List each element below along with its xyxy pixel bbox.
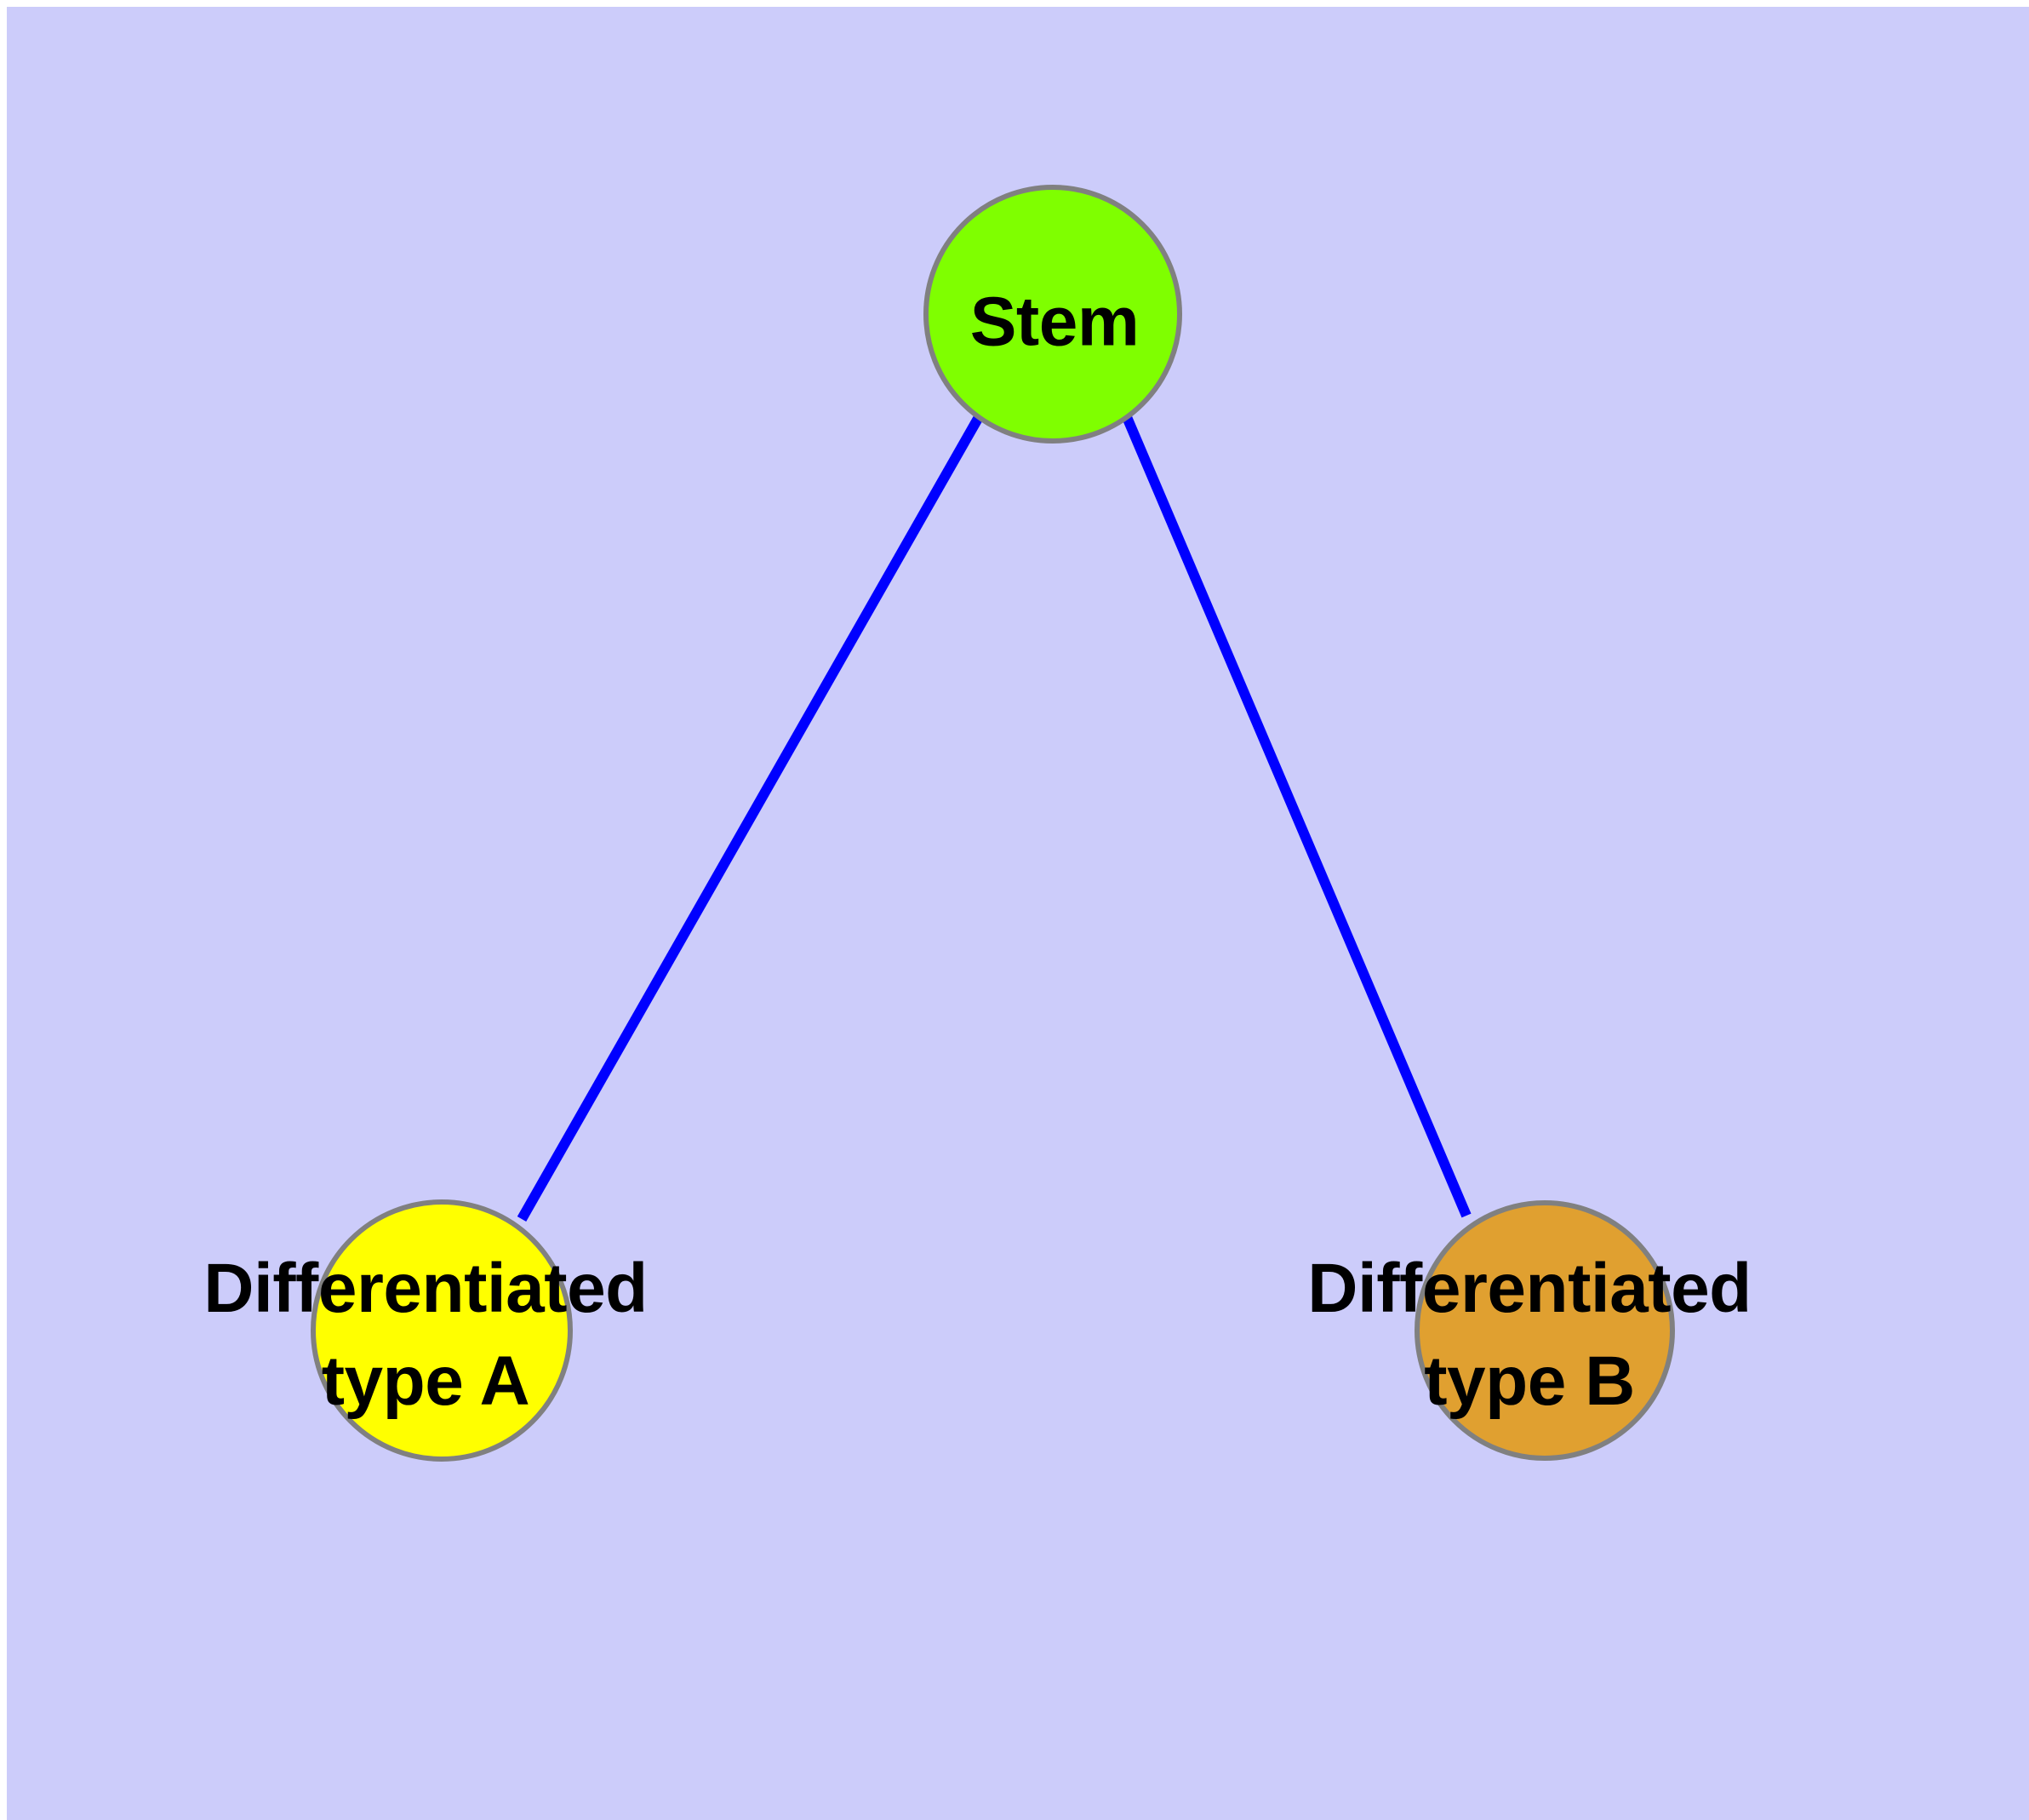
node-circle-differentiated-type-b[interactable] — [1415, 1200, 1675, 1461]
node-circle-stem[interactable] — [923, 185, 1182, 444]
node-circle-differentiated-type-a[interactable] — [311, 1199, 573, 1462]
edge-stem-to-differentiated-type-b[interactable] — [1122, 415, 1472, 1218]
edge-stem-to-differentiated-type-a[interactable] — [517, 415, 984, 1222]
